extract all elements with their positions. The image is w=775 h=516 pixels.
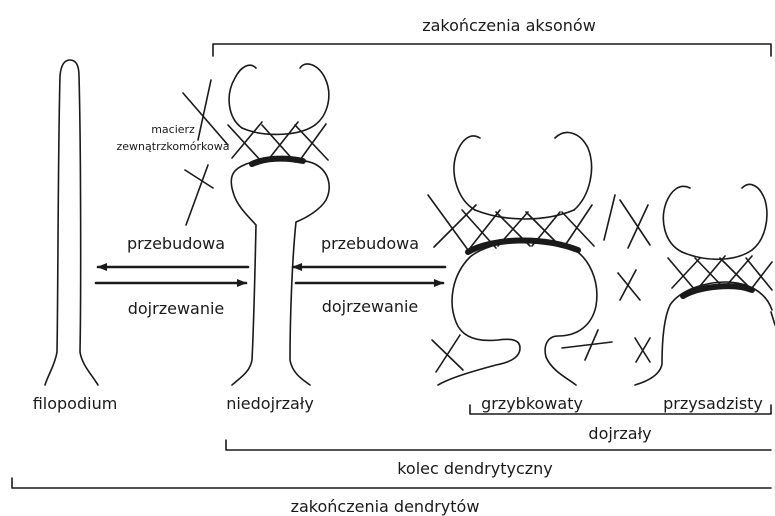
mushroom-label: grzybkowaty: [481, 394, 583, 413]
immature-spine-shape: [231, 159, 329, 385]
axon-terminals-bracket: [213, 44, 771, 56]
dendritic-spine-bracket: [226, 440, 771, 450]
immature-label: niedojrzały: [226, 394, 314, 413]
remodeling-label-left: przebudowa: [127, 234, 225, 253]
mushroom-spine-shape: [438, 241, 597, 385]
dendrite-terminals-bracket: [12, 478, 771, 488]
mature-label: dojrzały: [588, 424, 651, 443]
axon-terminals-label: zakończenia aksonów: [422, 16, 596, 35]
dendritic-spine-label: kolec dendrytyczny: [397, 459, 553, 478]
matrix-fibers-stubby: [668, 256, 775, 325]
filopodium-shape: [45, 60, 98, 385]
mushroom-axon-terminal: [454, 133, 592, 210]
mushroom-axon-bottom: [475, 210, 574, 219]
immature-axon-terminal: [229, 64, 329, 128]
stubby-axon-terminal: [663, 184, 767, 252]
matrix-label-line1: macierz: [151, 123, 195, 136]
mushroom-psd: [468, 240, 578, 252]
maturation-label-right: dojrzewanie: [322, 297, 419, 316]
remodeling-label-right: przebudowa: [321, 234, 419, 253]
stubby-spine-shape: [635, 282, 772, 385]
filopodium-label: filopodium: [33, 394, 118, 413]
matrix-fibers-mushroom: [428, 195, 650, 372]
dendrite-terminals-label: zakończenia dendrytów: [291, 497, 480, 516]
stubby-axon-bottom: [682, 250, 752, 259]
maturation-label-left: dojrzewanie: [128, 299, 225, 318]
matrix-label-line2: zewnątrzkomórkowa: [117, 140, 230, 153]
stubby-label: przysadzisty: [663, 394, 763, 413]
